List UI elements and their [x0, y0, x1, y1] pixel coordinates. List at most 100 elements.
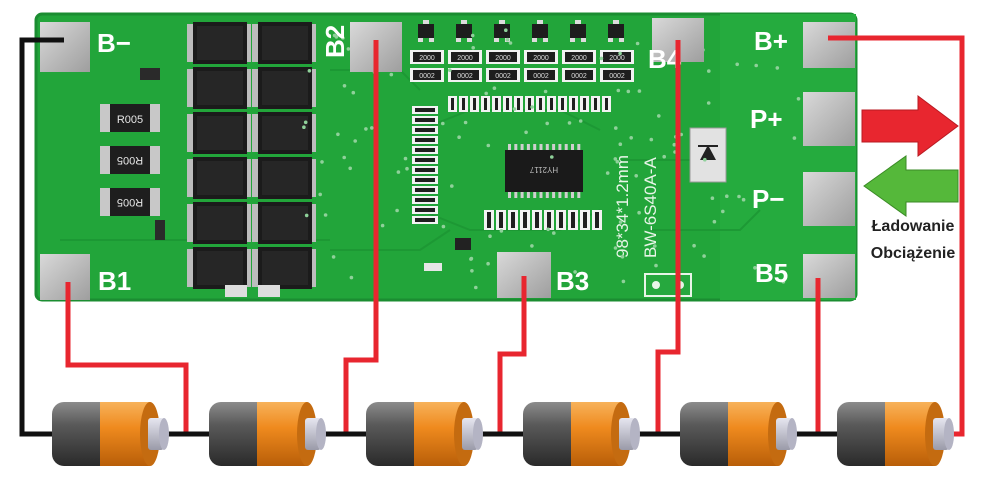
ic-pin — [545, 144, 549, 150]
ic-pin — [571, 144, 574, 150]
smd-resistor: 0002 — [600, 68, 634, 82]
via — [552, 231, 556, 235]
via — [737, 194, 741, 199]
via — [370, 126, 374, 130]
via — [618, 51, 622, 56]
via — [524, 130, 528, 135]
smd-transistor — [455, 238, 471, 250]
ic-marking: HY2117 — [529, 165, 558, 174]
via — [488, 234, 492, 238]
via — [499, 229, 504, 233]
smd-resistor — [412, 156, 438, 164]
via — [323, 213, 328, 217]
battery-cell — [366, 402, 483, 466]
via — [395, 208, 399, 213]
via — [692, 243, 696, 248]
mosfet — [252, 247, 316, 289]
mosfet — [252, 67, 316, 109]
ic-pin — [520, 144, 524, 150]
ic-pin — [539, 144, 543, 150]
resistor-value: 2000 — [571, 55, 587, 62]
smd-resistor — [412, 166, 438, 174]
smd-resistor — [412, 126, 438, 134]
via — [504, 28, 508, 32]
smd-transistor — [532, 20, 548, 42]
shunt-resistor: R005 — [100, 146, 160, 174]
via — [342, 155, 347, 160]
via — [486, 143, 491, 148]
pad-p-plus — [803, 92, 855, 146]
via — [505, 37, 510, 42]
via — [492, 86, 497, 90]
smd-resistor — [591, 96, 600, 112]
resistor-value: 2000 — [533, 55, 549, 62]
ic-pin — [526, 144, 530, 150]
resistor-row-top: 2000000220000002200000022000000220000002… — [410, 50, 634, 82]
via — [448, 68, 452, 72]
smd-transistor — [570, 20, 586, 42]
resistor-value: 2000 — [419, 55, 435, 62]
wire-b-minus — [19, 37, 64, 437]
wire-b3 — [497, 276, 527, 434]
smd-part — [424, 263, 442, 271]
charge-arrow — [861, 95, 959, 157]
via — [389, 72, 394, 77]
smd-transistor — [418, 20, 434, 42]
via — [620, 254, 625, 259]
ic-pin — [564, 144, 568, 150]
ic-pin — [545, 192, 549, 198]
smd-resistor: 0002 — [448, 68, 482, 82]
via — [331, 255, 336, 259]
smd-resistor — [412, 186, 438, 194]
resistor-value: 0002 — [571, 73, 587, 80]
ic-pin — [520, 192, 524, 198]
smd-resistor — [448, 96, 457, 112]
ic-pin — [514, 144, 518, 150]
via — [349, 275, 354, 280]
wire-b2 — [343, 40, 379, 434]
via — [781, 280, 786, 284]
via — [626, 89, 631, 94]
via — [470, 269, 474, 273]
smd-resistor: 2000 — [600, 50, 634, 64]
label-b-plus: B+ — [754, 26, 788, 56]
via — [508, 41, 513, 45]
via — [672, 142, 677, 147]
label-charging: Ładowanie — [872, 218, 955, 235]
smd-resistor — [459, 96, 468, 112]
ic-pin — [533, 144, 537, 150]
label-b2: B2 — [320, 25, 350, 58]
smd-resistor — [508, 210, 518, 230]
smd-resistor — [536, 96, 545, 112]
via — [486, 261, 490, 266]
via — [712, 219, 717, 224]
via — [512, 107, 517, 111]
via — [320, 160, 324, 164]
smd-resistor: 2000 — [410, 50, 444, 64]
ic-pin — [564, 192, 568, 198]
via — [450, 184, 454, 188]
shunt-resistors: R005 R005 R005 — [100, 104, 160, 216]
smd-resistor — [514, 96, 523, 112]
battery-cell — [209, 402, 326, 466]
smd-resistor — [492, 96, 501, 112]
load-arrow — [863, 155, 959, 217]
smd-resistor — [412, 146, 438, 154]
via — [578, 119, 583, 123]
battery-cell — [680, 402, 797, 466]
via — [353, 139, 358, 143]
smd-resistor — [496, 210, 506, 230]
smd-resistor — [544, 210, 554, 230]
label-p-minus: P− — [752, 184, 785, 214]
diode — [689, 127, 727, 183]
smd-transistor — [456, 20, 472, 42]
mosfet — [187, 202, 251, 244]
ic-pin — [558, 192, 562, 198]
protection-ic: HY2117 — [505, 144, 583, 198]
via — [334, 35, 339, 39]
resistor-value: 0002 — [533, 73, 549, 80]
smd-resistor — [412, 196, 438, 204]
via — [629, 136, 633, 140]
mosfet — [187, 157, 251, 199]
battery-cell — [837, 402, 954, 466]
